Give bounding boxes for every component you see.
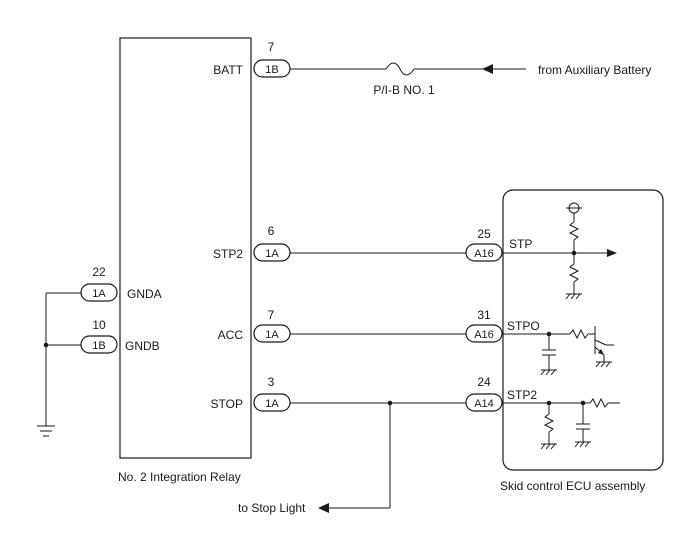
relay-acc-label: ACC	[218, 328, 244, 342]
pulldown-resistor-icon	[543, 413, 555, 433]
svg-text:A14: A14	[474, 398, 494, 410]
ground-icon	[540, 443, 557, 450]
svg-text:1B: 1B	[92, 340, 105, 352]
integration-relay-box	[119, 37, 252, 459]
ecu-stp2-label: STP2	[507, 388, 537, 402]
relay-gndb-connector: 1B	[80, 335, 118, 354]
ground-junction-dot	[43, 342, 49, 348]
pullup-resistor-icon	[568, 221, 580, 241]
skid-control-ecu-label: Skid control ECU assembly	[500, 479, 645, 493]
svg-text:A16: A16	[474, 248, 494, 260]
fuse-icon	[385, 62, 415, 76]
ecu-stp-label: STP	[509, 237, 532, 251]
ecu-stpo-pin: 31	[477, 308, 491, 322]
fuse-label: P/I-B NO. 1	[373, 83, 435, 97]
capacitor-icon	[576, 423, 590, 430]
relay-stp2-label: STP2	[213, 247, 243, 261]
capacitor-icon	[542, 349, 556, 356]
arrow-left-icon	[318, 503, 329, 513]
svg-text:1A: 1A	[265, 248, 279, 260]
arrow-left-icon	[482, 64, 493, 74]
relay-stp2-connector: 1A	[253, 243, 291, 262]
svg-text:1A: 1A	[265, 329, 279, 341]
relay-gndb-label: GNDB	[125, 339, 160, 353]
svg-text:1B: 1B	[265, 64, 278, 76]
relay-stop-connector: 1A	[253, 393, 291, 412]
arrow-right-icon	[607, 249, 617, 257]
relay-gnda-label: GNDA	[127, 287, 162, 301]
relay-stp2-pin: 6	[268, 224, 275, 238]
svg-text:A16: A16	[474, 329, 494, 341]
input-resistor-icon	[589, 397, 609, 409]
relay-batt-label: BATT	[213, 63, 243, 77]
ground-icon	[540, 369, 557, 376]
integration-relay-label: No. 2 Integration Relay	[118, 470, 241, 484]
relay-acc-connector: 1A	[253, 324, 291, 343]
relay-acc-pin: 7	[268, 308, 275, 322]
relay-batt-pin: 7	[268, 40, 275, 54]
relay-gnda-pin: 22	[92, 265, 106, 279]
svg-text:1A: 1A	[92, 288, 106, 300]
transistor-icon	[594, 326, 614, 362]
stop-light-label: to Stop Light	[238, 501, 306, 515]
stpo-output-circuit	[502, 326, 614, 376]
ecu-stpo-connector: A16	[465, 324, 503, 343]
stp-input-circuit	[502, 202, 617, 300]
ground-icon	[565, 293, 582, 300]
skid-control-ecu-box	[502, 189, 664, 471]
ecu-stp-pin: 25	[477, 227, 491, 241]
auxiliary-battery-label: from Auxiliary Battery	[538, 63, 651, 77]
ground-icon	[595, 361, 612, 368]
relay-gnda-connector: 1A	[80, 283, 118, 302]
pulldown-resistor-icon	[568, 263, 580, 283]
relay-stop-label: STOP	[211, 397, 243, 411]
ecu-stp2-connector: A14	[465, 393, 503, 412]
relay-batt-connector: 1B	[253, 59, 291, 78]
relay-stop-pin: 3	[268, 375, 275, 389]
ecu-stp2-pin: 24	[477, 375, 491, 389]
ground-icon	[574, 441, 591, 448]
base-resistor-icon	[569, 328, 589, 340]
stp2-input-circuit	[502, 397, 620, 450]
relay-gndb-pin: 10	[92, 318, 106, 332]
ecu-stpo-label: STPO	[507, 319, 540, 333]
ecu-stp-connector: A16	[465, 243, 503, 262]
ground-icon	[37, 425, 55, 437]
svg-text:1A: 1A	[265, 398, 279, 410]
